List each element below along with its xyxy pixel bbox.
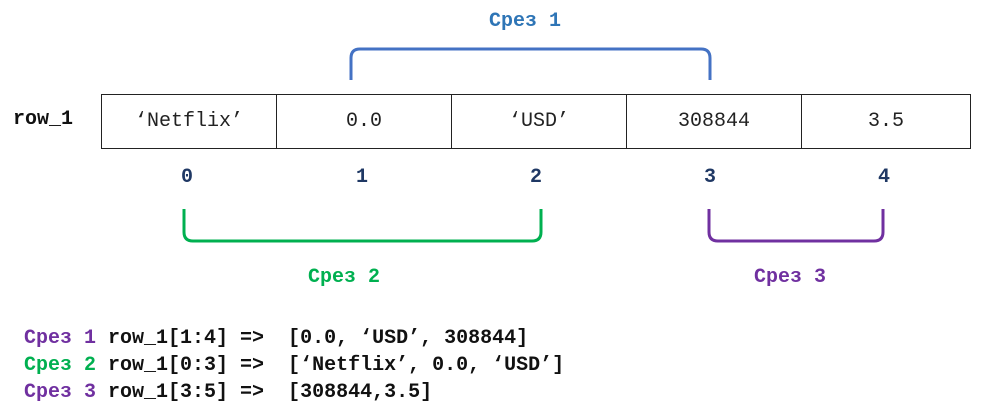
code-line-1-tag: Срез 1 [24, 327, 97, 350]
slice-2-brace [182, 209, 543, 243]
row-label: row_1 [13, 108, 74, 131]
cell-4: 3.5 [867, 110, 904, 133]
code-line-2: Срез 2 row_1[0:3] => [‘Netflix’, 0.0, ‘U… [24, 354, 564, 377]
code-line-2-text: row_1[0:3] => [‘Netflix’, 0.0, ‘USD’] [108, 354, 565, 377]
code-line-3-tag: Срез 3 [24, 381, 97, 404]
index-2: 2 [529, 166, 542, 189]
index-0: 0 [180, 166, 193, 189]
code-line-2-tag: Срез 2 [24, 354, 97, 377]
code-line-3: Срез 3 row_1[3:5] => [308844,3.5] [24, 381, 432, 404]
cell-0: ‘Netflix’ [102, 95, 277, 148]
cell-1: 0.0 [277, 95, 452, 148]
code-line-1-text: row_1[1:4] => [0.0, ‘USD’, 308844] [108, 327, 529, 350]
slice-3-label: Срез 3 [754, 266, 827, 289]
index-3: 3 [703, 166, 716, 189]
index-4: 4 [877, 166, 890, 189]
code-line-1: Срез 1 row_1[1:4] => [0.0, ‘USD’, 308844… [24, 327, 528, 350]
slice-1-label: Срез 1 [489, 10, 562, 33]
slice-1-brace [349, 47, 712, 80]
slice-3-brace [707, 209, 885, 243]
cell-2: ‘USD’ [452, 95, 627, 148]
cell-3: 308844 [627, 95, 802, 148]
row-table: ‘Netflix’ 0.0 ‘USD’ 308844 3.5 [101, 94, 971, 149]
index-1: 1 [355, 166, 368, 189]
slice-2-label: Срез 2 [308, 266, 381, 289]
code-line-3-text: row_1[3:5] => [308844,3.5] [108, 381, 433, 404]
